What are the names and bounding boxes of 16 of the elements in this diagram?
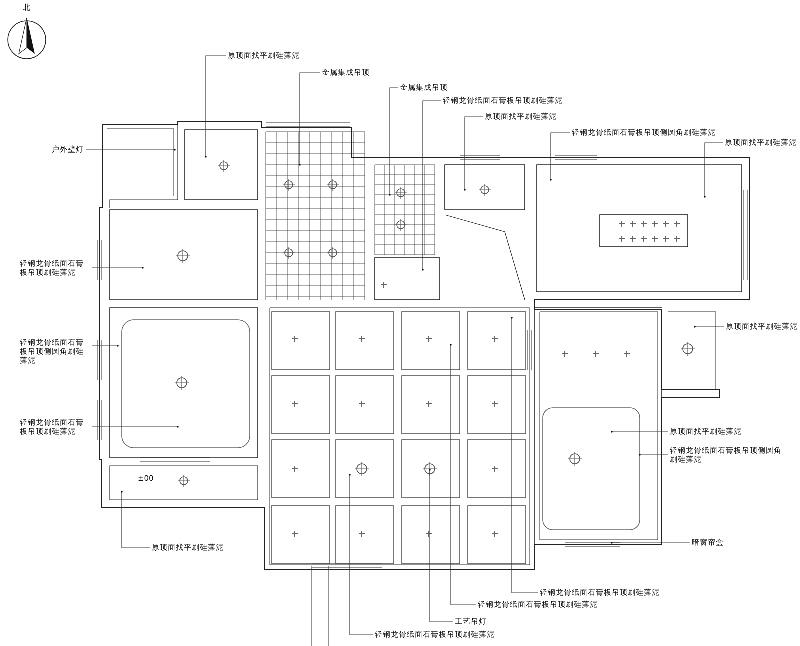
leader-line xyxy=(694,326,724,328)
leader-line xyxy=(390,88,398,196)
leader-line xyxy=(122,492,150,548)
leader-line xyxy=(430,470,454,622)
leader-line xyxy=(206,56,226,158)
leader-line xyxy=(464,116,484,190)
leader-line xyxy=(512,318,538,594)
leader-line xyxy=(612,542,690,544)
leader-line xyxy=(450,344,476,606)
leader-line xyxy=(350,474,374,636)
leader-line xyxy=(92,426,178,428)
leader-line xyxy=(704,142,724,198)
leader-line xyxy=(550,132,570,180)
leader-line xyxy=(300,72,320,166)
leader-line xyxy=(640,454,668,456)
leader-line xyxy=(422,100,442,270)
